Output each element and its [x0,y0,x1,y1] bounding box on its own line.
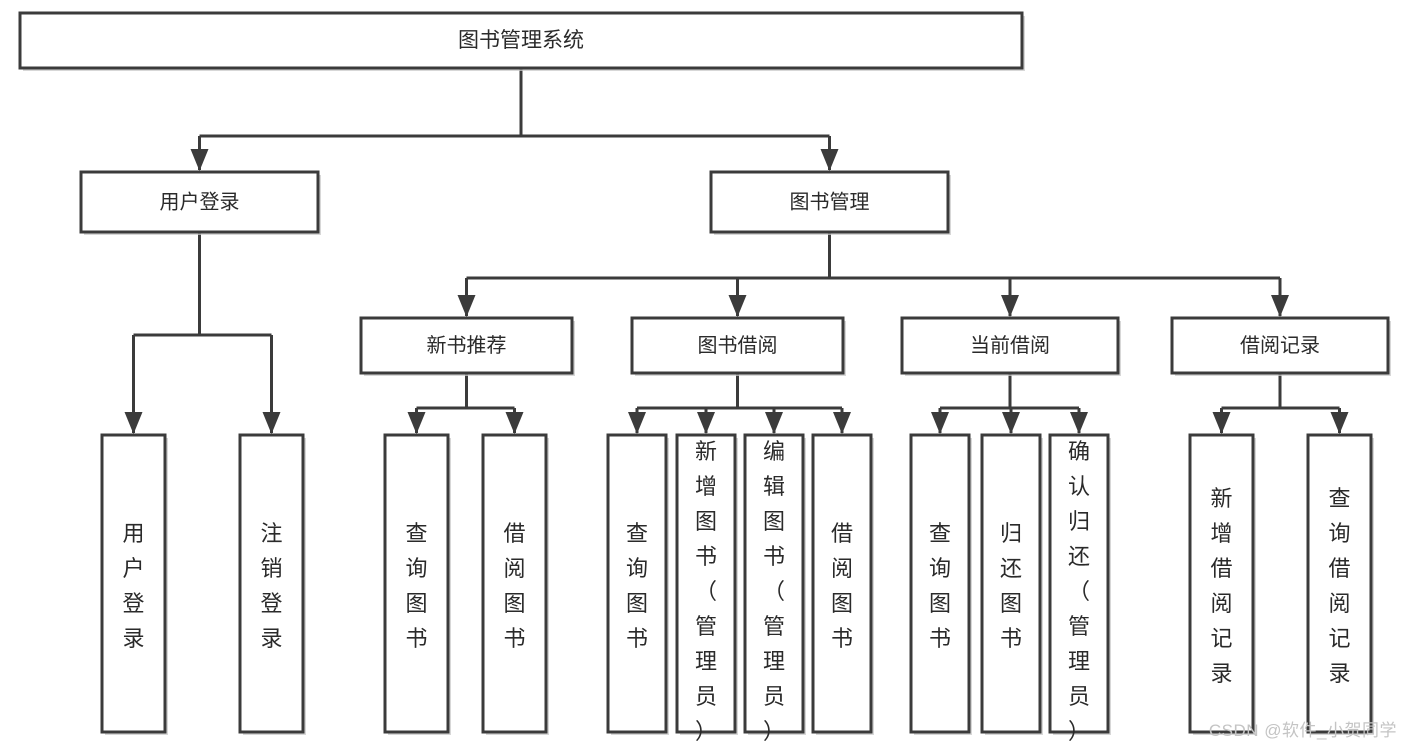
node-level3-new-book-rec[interactable]: 新书推荐 [359,316,575,376]
node-leaf-leaf-user-login[interactable]: 用户登录 [100,433,168,735]
node-leaf-leaf-logout[interactable]: 注销登录 [238,433,306,735]
node-label: 新书推荐 [427,334,507,357]
node-label: 借阅记录 [1240,334,1320,357]
node-level3-current-borrow[interactable]: 当前借阅 [900,316,1121,376]
node-layer: 图书管理系统用户登录图书管理新书推荐图书借阅当前借阅借阅记录用户登录注销登录查询… [18,11,1391,744]
node-label: 查询借阅记录 [1328,486,1350,686]
node-label: 查询图书 [929,521,951,651]
node-label: 归还图书 [1000,521,1022,651]
node-label: 图书管理系统 [458,29,584,52]
node-label: 新增借阅记录 [1210,486,1232,686]
node-label: 图书借阅 [698,334,778,357]
node-label: 当前借阅 [970,334,1050,357]
node-leaf-leaf-query-book-2[interactable]: 查询图书 [606,433,669,735]
node-label: 借阅图书 [831,521,853,651]
node-label: 用户登录 [160,190,240,213]
node-level3-book-borrow[interactable]: 图书借阅 [630,316,846,376]
node-label: 确认归还（管理员） [1068,439,1090,744]
node-label: 编辑图书（管理员） [763,439,785,744]
node-label: 图书管理 [790,190,870,213]
node-label: 借阅图书 [503,521,525,651]
node-leaf-leaf-edit-book[interactable]: 编辑图书（管理员） [743,433,806,744]
node-label: 注销登录 [260,521,282,651]
node-leaf-leaf-confirm-return[interactable]: 确认归还（管理员） [1048,433,1111,744]
node-root-root[interactable]: 图书管理系统 [18,11,1025,71]
node-leaf-leaf-query-book-3[interactable]: 查询图书 [909,433,972,735]
watermark-label: CSDN @软件_小贺同学 [1208,721,1397,740]
node-leaf-leaf-query-record[interactable]: 查询借阅记录 [1306,433,1374,735]
node-leaf-leaf-return-book[interactable]: 归还图书 [980,433,1043,735]
node-label: 新增图书（管理员） [695,439,717,744]
node-label: 查询图书 [626,521,648,651]
node-label: 用户登录 [122,521,144,651]
node-level2-book-manage[interactable]: 图书管理 [709,170,951,235]
node-leaf-leaf-query-book-1[interactable]: 查询图书 [383,433,451,735]
node-level3-borrow-record[interactable]: 借阅记录 [1170,316,1391,376]
node-leaf-leaf-add-book[interactable]: 新增图书（管理员） [675,433,738,744]
node-leaf-leaf-borrow-book-1[interactable]: 借阅图书 [481,433,549,735]
node-label: 查询图书 [405,521,427,651]
node-level2-user-login[interactable]: 用户登录 [79,170,321,235]
node-leaf-leaf-borrow-book-2[interactable]: 借阅图书 [811,433,874,735]
node-leaf-leaf-add-record[interactable]: 新增借阅记录 [1188,433,1256,735]
connector-layer [124,68,1349,434]
